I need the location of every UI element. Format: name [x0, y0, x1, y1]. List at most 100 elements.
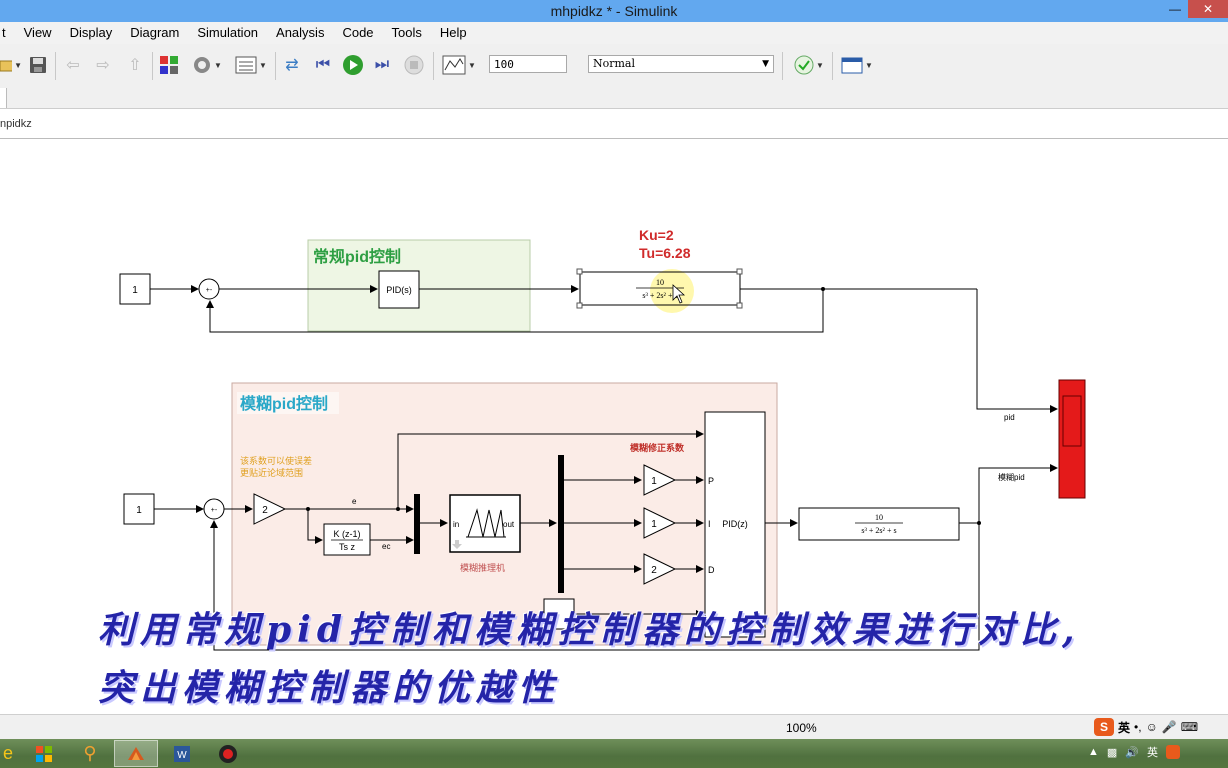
constant-block-2-value: 1	[136, 505, 142, 516]
minimize-button[interactable]: —	[1169, 2, 1181, 16]
stop-time-input[interactable]: 100	[489, 55, 567, 73]
fuzzy-logic-controller-block[interactable]	[449, 494, 521, 553]
menu-display[interactable]: Display	[69, 25, 113, 40]
menu-bar: t View Display Diagram Simulation Analys…	[0, 22, 1228, 44]
tray-language[interactable]: 英	[1147, 747, 1158, 759]
discrete-derivative-block[interactable]	[323, 523, 371, 556]
signal-label-ec: ec	[382, 542, 390, 551]
ime-toolbar[interactable]: S 英 •, ☺ 🎤 ⌨	[1094, 717, 1198, 737]
gain-block-i-value: 1	[651, 519, 657, 530]
gain-block-p[interactable]	[643, 464, 677, 496]
gain-block-i[interactable]	[643, 507, 677, 539]
open-icon[interactable]: ▼	[0, 54, 22, 76]
fuzzy-engine-label: 模糊推理机	[460, 562, 505, 573]
punctuation-icon[interactable]: •,	[1134, 720, 1142, 734]
menu-simulation[interactable]: Simulation	[197, 25, 259, 40]
pid-continuous-block[interactable]	[378, 270, 420, 309]
signal-label-e: e	[352, 497, 357, 506]
pid-continuous-label: PID(s)	[386, 285, 412, 295]
tray-app-icon[interactable]	[1166, 745, 1180, 759]
breadcrumb-model[interactable]: npidkz	[0, 118, 32, 130]
word-icon[interactable]: W	[160, 740, 204, 767]
fuzzy-controller-out-port: out	[503, 520, 515, 529]
group-standard-pid-title: 常规pid控制	[313, 247, 401, 266]
model-tab[interactable]	[0, 88, 7, 108]
transfer-fcn-1-den: s³ + 2s² + s	[642, 291, 677, 300]
build-icon[interactable]: ⇄	[285, 57, 299, 74]
pid-port-p: P	[708, 476, 714, 486]
menu-file[interactable]: t	[2, 25, 6, 40]
step-back-icon[interactable]: ⏮	[315, 56, 331, 73]
library-browser-icon[interactable]	[158, 54, 182, 76]
scope-icon[interactable]: ▼	[438, 54, 480, 76]
note-line-2: 更贴近论域范围	[240, 467, 303, 478]
demux-block[interactable]	[558, 455, 564, 593]
speaker-icon[interactable]: 🔊	[1125, 746, 1139, 759]
toolbar: ▼ ⇦ ⇨ ⇧ ▼ ▼ ⇄ ⏮ ⏭ ▼ 100 Normal ▼ ▼ ▼	[0, 44, 1228, 89]
microphone-icon[interactable]: 🎤	[1161, 720, 1177, 734]
ie-icon[interactable]: e	[2, 743, 13, 763]
mux-block-1[interactable]	[414, 494, 420, 554]
subtitle-line-2: 突出模糊控制器的优越性	[98, 667, 561, 709]
system-tray: ▲ ▩ 🔊 英	[1088, 744, 1180, 760]
emoji-icon[interactable]: ☺	[1145, 720, 1158, 734]
menu-view[interactable]: View	[23, 25, 52, 40]
record-icon[interactable]	[206, 740, 250, 767]
signal-label-pid: pid	[1004, 413, 1015, 422]
title-bar: mhpidkz * - Simulink — ✕	[0, 0, 1228, 22]
stop-icon[interactable]	[403, 54, 425, 76]
run-icon[interactable]	[341, 54, 365, 76]
pid-port-i: I	[708, 519, 711, 529]
menu-diagram[interactable]: Diagram	[130, 25, 180, 40]
pid-discrete-block[interactable]	[704, 411, 766, 638]
tray-expand-icon[interactable]: ▲	[1088, 746, 1099, 758]
sum-block-2-sign: +-	[211, 507, 218, 514]
diagram-canvas[interactable]: 常规pid控制 模糊pid控制 Ku=2 Tu=6.28 该系数可以使误差 更贴…	[0, 139, 1228, 714]
pid-discrete-label: PID(z)	[722, 519, 748, 529]
menu-code[interactable]: Code	[342, 25, 374, 40]
menu-help[interactable]: Help	[439, 25, 467, 40]
pid-port-d: D	[708, 565, 715, 575]
windows-store-icon[interactable]	[22, 740, 66, 767]
back-icon[interactable]: ⇦	[66, 57, 80, 74]
close-button[interactable]: ✕	[1188, 0, 1228, 18]
breadcrumb: npidkz	[0, 110, 1228, 139]
model-tab-bar	[0, 88, 1228, 109]
chevron-down-icon: ▼	[762, 59, 769, 69]
fuzzy-controller-in-port: in	[453, 520, 459, 529]
membership-function-icon	[467, 508, 505, 538]
model-config-icon[interactable]: ▼	[189, 54, 225, 76]
mouse-cursor-icon	[672, 284, 686, 304]
log-data-icon[interactable]: ▼	[838, 54, 876, 76]
sogou-icon[interactable]: S	[1094, 718, 1114, 736]
up-icon[interactable]: ⇧	[128, 57, 142, 74]
group-fuzzy-pid-title: 模糊pid控制	[240, 394, 328, 413]
annotation-tu: Tu=6.28	[639, 245, 691, 261]
forward-icon[interactable]: ⇨	[96, 57, 110, 74]
gain-block-d-value: 2	[651, 565, 657, 576]
status-bar: 100% S 英 •, ☺ 🎤 ⌨	[0, 714, 1228, 740]
note-line-1: 该系数可以使误差	[240, 455, 312, 466]
save-icon[interactable]	[27, 54, 49, 76]
discrete-derivative-num: K (z-1)	[334, 529, 361, 539]
discrete-derivative-den: Ts z	[339, 542, 356, 552]
transfer-fcn-block-2[interactable]	[798, 507, 960, 541]
menu-tools[interactable]: Tools	[391, 25, 422, 40]
network-icon[interactable]: ▩	[1106, 746, 1118, 759]
ime-language[interactable]: 英	[1118, 720, 1131, 735]
gain-block-e[interactable]	[253, 493, 287, 525]
model-explorer-icon[interactable]: ▼	[232, 54, 270, 76]
model-advisor-icon[interactable]: ▼	[790, 54, 828, 76]
taskbar: e ⚲ W ▲ ▩ 🔊 英	[0, 739, 1228, 768]
delay-block[interactable]	[543, 598, 575, 630]
search-icon[interactable]: ⚲	[83, 743, 97, 763]
step-forward-icon[interactable]: ⏭	[374, 56, 390, 73]
simulation-mode-select[interactable]: Normal ▼	[588, 55, 774, 73]
transfer-fcn-1-num: 10	[656, 278, 664, 287]
window-title: mhpidkz * - Simulink	[550, 3, 678, 19]
menu-analysis[interactable]: Analysis	[276, 25, 325, 40]
gain-block-d[interactable]	[643, 553, 677, 585]
signal-label-fuzzy-pid: 模糊pid	[998, 472, 1025, 482]
matlab-taskbar-icon[interactable]	[114, 740, 158, 767]
keyboard-icon[interactable]: ⌨	[1180, 720, 1199, 734]
